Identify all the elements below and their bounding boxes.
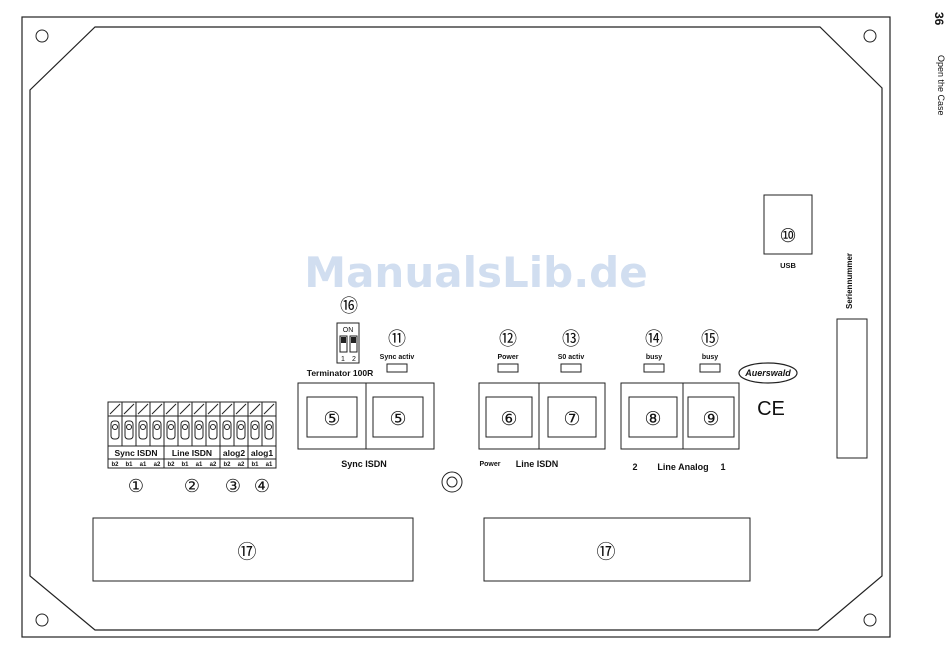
terminal-group-label-alog1: alog1 — [251, 448, 273, 458]
serial-label-area — [837, 319, 867, 458]
jack-label-sync-isdn: Sync ISDN — [341, 459, 387, 469]
jack-power[interactable]: ⑥ — [479, 383, 539, 449]
jack-line-analog-2[interactable]: ⑧ — [621, 383, 683, 449]
terminal-clamp[interactable] — [262, 402, 274, 446]
callout-14: ⑭ — [645, 329, 663, 350]
jack-label-analog-2: 2 — [632, 462, 637, 472]
serial-label: Seriennummer — [845, 253, 854, 309]
led-label-power: Power — [497, 354, 518, 361]
usb-label: USB — [780, 261, 796, 270]
inner-board-outline — [30, 27, 882, 630]
dip-pos-1-label: 1 — [341, 356, 345, 363]
dip-on-label: ON — [343, 327, 354, 334]
jack-label-analog-1: 1 — [720, 462, 725, 472]
terminal-pin-label: a1 — [266, 462, 273, 468]
callout-8: ⑧ — [644, 408, 661, 430]
terminal-group-label-sync-isdn: Sync ISDN — [115, 448, 158, 458]
mounting-hole — [36, 614, 48, 626]
dip-switch-name: Terminator 100R — [307, 368, 373, 378]
case-outline — [22, 17, 890, 637]
callout-11: ⑪ — [388, 329, 406, 350]
terminal-pin-label: a2 — [238, 462, 245, 468]
terminal-clamp[interactable] — [110, 404, 120, 439]
callout-16: ⑯ — [340, 296, 358, 317]
terminal-pin-label: b2 — [167, 462, 175, 468]
terminal-pin-label: a2 — [154, 462, 161, 468]
callout-1: ① — [128, 476, 144, 497]
jack-sync-isdn-1[interactable]: ⑤ — [298, 383, 366, 449]
jack-label-line-analog: Line Analog — [657, 462, 708, 472]
terminal-clamp[interactable] — [150, 402, 162, 446]
opening-left: ⑰ — [93, 518, 413, 581]
led-s0-activ — [561, 364, 581, 372]
jack-line-analog-1[interactable]: ⑨ — [683, 383, 739, 449]
auerswald-logo: Auerswald — [739, 363, 797, 383]
callout-5: ⑤ — [323, 408, 340, 430]
board-screw-outer — [442, 472, 462, 492]
callout-6: ⑥ — [500, 408, 517, 430]
led-label-sync-activ: Sync activ — [380, 354, 415, 361]
callout-4: ④ — [254, 476, 270, 497]
terminal-pin-label: a1 — [196, 462, 203, 468]
led-sync-activ — [387, 364, 407, 372]
led-busy-2 — [644, 364, 664, 372]
callout-9: ⑨ — [702, 408, 719, 430]
terminal-block: Sync ISDN Line ISDN alog2 alog1 b2 b1 a1… — [108, 402, 276, 497]
jack-label-line-isdn: Line ISDN — [516, 459, 559, 469]
callout-15: ⑮ — [701, 329, 719, 350]
usb-port[interactable]: ⑩ — [764, 195, 812, 254]
terminal-clamp[interactable] — [122, 402, 134, 446]
jack-sync-isdn-2[interactable]: ⑤ — [366, 383, 434, 449]
led-busy-1 — [700, 364, 720, 372]
page-number: 36 — [932, 12, 946, 26]
callout-17: ⑰ — [237, 541, 256, 563]
terminal-clamp[interactable] — [192, 402, 204, 446]
led-power — [498, 364, 518, 372]
terminal-pin-label: b2 — [111, 462, 119, 468]
opening-right: ⑰ — [484, 518, 750, 581]
mounting-hole — [864, 30, 876, 42]
callout-3: ③ — [225, 476, 241, 497]
mounting-hole — [864, 614, 876, 626]
mounting-hole — [36, 30, 48, 42]
terminal-clamp[interactable] — [220, 402, 232, 446]
terminal-group-label-alog2: alog2 — [223, 448, 245, 458]
jack-label-power: Power — [479, 461, 500, 468]
logo-text: Auerswald — [744, 368, 791, 378]
led-label-busy-2: busy — [646, 354, 662, 361]
terminal-clamp[interactable] — [248, 402, 260, 446]
terminal-clamp[interactable] — [164, 402, 176, 446]
ce-mark: CE — [757, 398, 785, 420]
watermark-text: ManualsLib.de — [304, 248, 647, 297]
terminal-clamp[interactable] — [206, 402, 218, 446]
callout-17: ⑰ — [596, 541, 615, 563]
board-screw-inner — [447, 477, 457, 487]
callout-10: ⑩ — [779, 225, 796, 247]
jack-line-isdn[interactable]: ⑦ — [539, 383, 605, 449]
section-title: Open the Case — [936, 55, 946, 116]
terminal-pin-label: a1 — [140, 462, 147, 468]
led-label-s0-activ: S0 activ — [558, 354, 585, 361]
terminal-group-label-line-isdn: Line ISDN — [172, 448, 212, 458]
callout-13: ⑬ — [562, 329, 580, 350]
terminal-clamp[interactable] — [234, 402, 246, 446]
terminal-clamp[interactable] — [136, 402, 148, 446]
terminal-pin-label: b2 — [223, 462, 231, 468]
callout-2: ② — [184, 476, 200, 497]
terminal-pin-label: b1 — [251, 462, 259, 468]
callout-12: ⑫ — [499, 329, 517, 350]
terminal-pin-label: a2 — [210, 462, 217, 468]
dip-pos-2-label: 2 — [352, 356, 356, 363]
led-label-busy-1: busy — [702, 354, 718, 361]
callout-5: ⑤ — [389, 408, 406, 430]
terminal-pin-label: b1 — [181, 462, 189, 468]
callout-7: ⑦ — [563, 408, 580, 430]
terminal-clamp[interactable] — [178, 402, 190, 446]
terminal-pin-label: b1 — [125, 462, 133, 468]
dip-switch-terminator[interactable]: ON 1 2 — [337, 323, 359, 363]
